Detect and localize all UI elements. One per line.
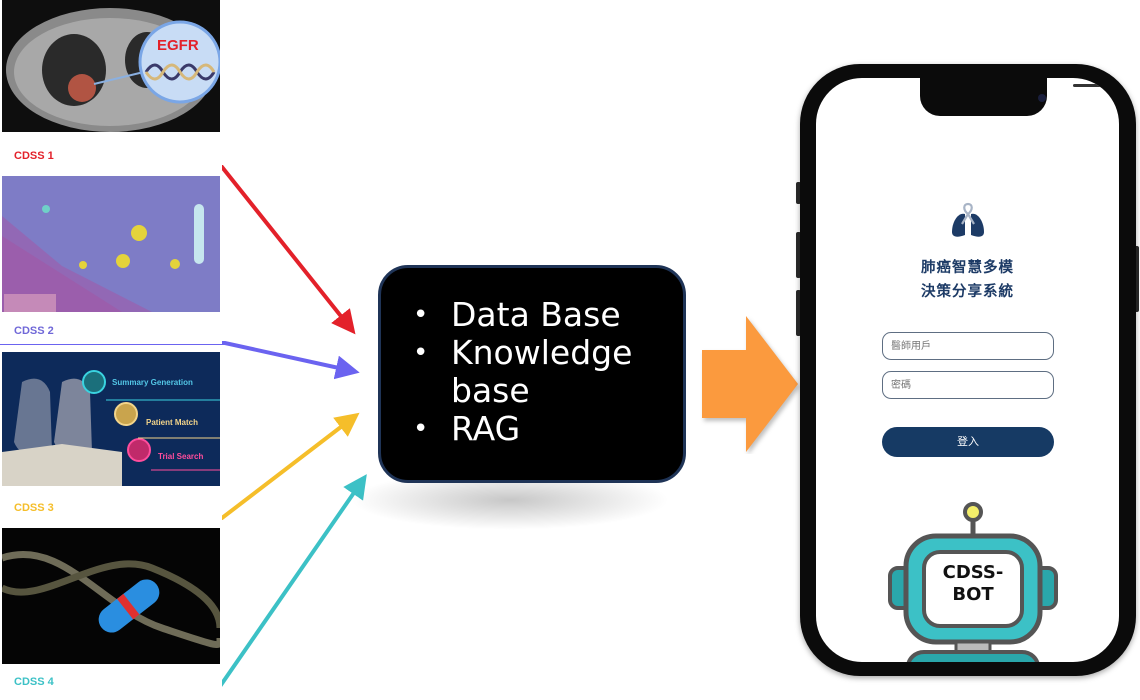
cdss1-panel: EGFR CDSS 1 — [0, 0, 222, 170]
ai-features-image: Summary Generation Patient Match Trial S… — [2, 352, 220, 486]
feature-patient-match: Patient Match — [146, 418, 199, 427]
cdss-bot-mascot: CDSS- BOT — [878, 498, 1068, 662]
phone-notch — [920, 78, 1119, 116]
phone-frame: 肺癌智慧多模 決策分享系統 登入 — [800, 64, 1136, 676]
cdss4-label: CDSS 4 — [14, 676, 54, 688]
phone-volume-up — [796, 232, 801, 278]
cdss1-label: CDSS 1 — [14, 150, 54, 162]
phone-volume-down — [796, 290, 801, 336]
cdss4-panel: CDSS 4 — [0, 524, 222, 700]
cdss3-label: CDSS 3 — [14, 502, 54, 514]
bot-label: CDSS- BOT — [942, 562, 1004, 605]
password-input[interactable] — [882, 371, 1054, 399]
ct-scan-image: EGFR — [2, 0, 220, 132]
app-title: 肺癌智慧多模 決策分享系統 — [921, 260, 1014, 300]
cdss3-panel: Summary Generation Patient Match Trial S… — [0, 348, 222, 520]
egfr-label: EGFR — [157, 37, 199, 54]
cdss2-panel: CDSS 2 — [0, 172, 222, 344]
phone-mute-switch — [796, 182, 801, 204]
lung-ribbon-icon — [952, 202, 984, 237]
phone-power-button — [1134, 246, 1139, 312]
kb-item-rag: •RAG — [413, 409, 521, 448]
front-camera — [1038, 94, 1046, 102]
phone-mockup: 肺癌智慧多模 決策分享系統 登入 — [796, 64, 1140, 679]
login-screen: 肺癌智慧多模 決策分享系統 登入 — [816, 78, 1119, 662]
feature-trial-search: Trial Search — [158, 452, 204, 461]
speaker-grille — [1073, 84, 1119, 87]
kb-item-database: •Data Base — [413, 295, 621, 334]
feature-summary-generation: Summary Generation — [112, 378, 193, 387]
flow-arrow-right — [702, 316, 798, 452]
dna-capsule-image — [2, 528, 220, 664]
login-button[interactable]: 登入 — [882, 427, 1054, 457]
username-input[interactable] — [882, 332, 1054, 360]
cdss2-label: CDSS 2 — [14, 325, 54, 337]
histopathology-image — [2, 176, 220, 312]
